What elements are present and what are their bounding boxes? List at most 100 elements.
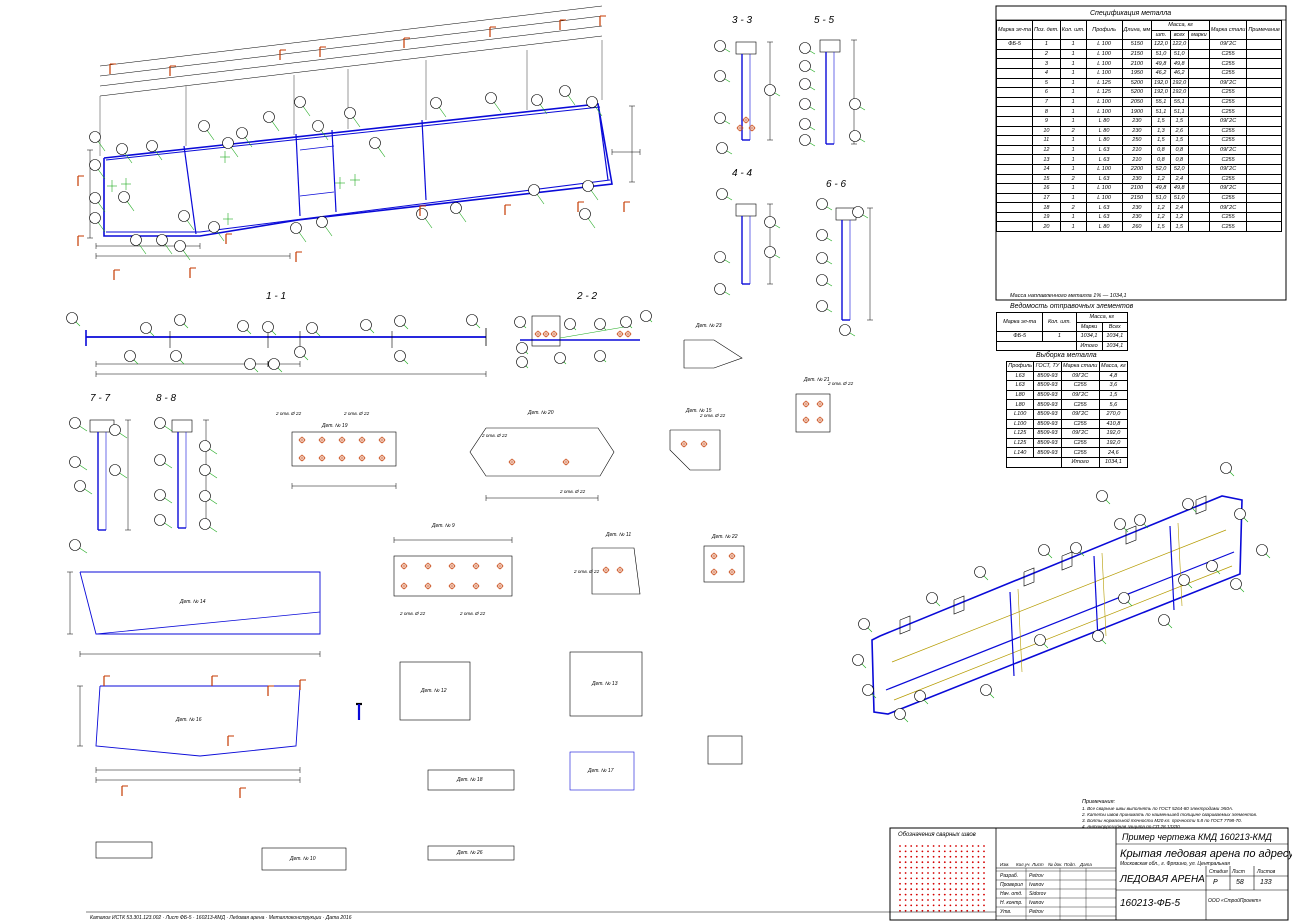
spec-mass-all: всех <box>1169 29 1189 41</box>
steel-cell: 09Г2С <box>1060 428 1100 439</box>
position-callout <box>450 202 462 214</box>
tb-stage-label: Стадия <box>1209 869 1228 875</box>
weld-legend-dot <box>943 888 946 891</box>
position-callout <box>118 191 130 203</box>
weld-legend-dot <box>977 845 980 847</box>
weld-legend-dot <box>915 909 918 912</box>
weld-legend-dot <box>971 845 974 847</box>
position-callout <box>116 143 128 155</box>
position-callout <box>156 234 168 246</box>
bolt-hole-label: 2 отв. Ø 22 <box>574 569 600 574</box>
iso-post <box>1169 525 1175 611</box>
spec-cell: 230 <box>1121 202 1153 213</box>
steel-cell: 8509-93 <box>1033 428 1062 439</box>
spec-cell <box>1246 163 1282 175</box>
spec-cell <box>1246 77 1282 89</box>
weld-legend-dot <box>966 904 969 907</box>
weld-legend-dot <box>904 872 907 874</box>
weld-legend-dot <box>943 899 946 901</box>
notes-title: Примечания: <box>1082 799 1116 805</box>
section-views <box>66 39 873 554</box>
position-callout <box>714 40 726 52</box>
spec-cell <box>1246 115 1282 127</box>
spec-cell: 51,1 <box>1151 106 1171 117</box>
spec-cell: С255 <box>1208 125 1248 137</box>
spec-cell <box>1246 106 1282 117</box>
weld-legend-dot <box>971 882 974 885</box>
weld-legend-dot <box>971 888 974 891</box>
weld-legend-dot <box>915 872 918 874</box>
position-callout <box>799 118 811 130</box>
spec-cell: 55,1 <box>1169 96 1189 108</box>
steel-cell: 09Г2С <box>1060 370 1100 382</box>
steel-cell: С255 <box>1060 380 1100 391</box>
position-callout <box>799 60 811 72</box>
weld-legend-dot <box>927 855 929 858</box>
weld-legend-dot <box>904 893 907 896</box>
bottom-detail-name: Дет. № 10 <box>290 856 316 862</box>
spec-cell: 2,4 <box>1169 202 1189 213</box>
weld-legend-dot <box>921 888 924 891</box>
iso-outline <box>871 495 1243 715</box>
weld-legend-dot <box>943 861 946 864</box>
position-callout <box>170 350 182 362</box>
weld-legend-dot <box>983 882 985 885</box>
position-callout <box>799 98 811 110</box>
elements-header-qty: Кол. шт. <box>1042 311 1077 333</box>
elements-table: Марка эл-та Кол. шт. Масса, кг Марки Все… <box>995 311 1129 352</box>
spec-cell <box>1187 58 1210 69</box>
weld-legend-dot <box>949 845 952 847</box>
steel-cell: 8509-93 <box>1033 399 1062 410</box>
steel-cell: 8509-93 <box>1033 408 1062 420</box>
spec-cell: 2,6 <box>1169 125 1189 137</box>
spec-cell: 46,2 <box>1151 67 1171 79</box>
spec-cell: 0,8 <box>1169 144 1189 156</box>
steel-cell: 8509-93 <box>1033 418 1062 430</box>
position-callout <box>852 654 864 666</box>
tb-role: Проверил <box>1000 882 1023 888</box>
weld-legend-dot <box>983 866 985 869</box>
spec-header-qty: Кол. шт. <box>1059 19 1087 41</box>
detail-plate <box>707 735 743 765</box>
vertical-member <box>331 129 337 213</box>
spec-cell: 1 <box>1059 144 1087 156</box>
weld-legend-dot <box>966 909 969 912</box>
steel-header-profile: Профиль <box>1005 361 1035 372</box>
bottom-detail-name: Дет. № 12 <box>421 688 447 694</box>
position-callout <box>344 107 356 119</box>
tb-sheet-label: Лист <box>1232 869 1245 875</box>
spec-cell-mark <box>995 106 1034 117</box>
position-callout <box>174 314 186 326</box>
spec-cell <box>1187 77 1210 89</box>
spec-cell-mark <box>995 211 1034 223</box>
elements-header-all: Всех <box>1101 321 1129 333</box>
spec-cell: 1 <box>1059 77 1087 89</box>
spec-cell-mark: ФБ-5 <box>995 39 1034 50</box>
weld-legend-dot <box>910 909 913 912</box>
section-plate <box>819 39 841 53</box>
spec-cell <box>1246 125 1282 137</box>
position-callout <box>849 98 861 110</box>
weld-legend-dot <box>927 888 929 891</box>
iso-post-back <box>1017 588 1023 673</box>
weld-legend-dot <box>927 899 929 901</box>
weld-legend-dot <box>949 882 952 885</box>
spec-cell-mark <box>995 173 1034 185</box>
spec-cell <box>1187 154 1210 165</box>
weld-legend-dot <box>932 882 935 885</box>
weld-legend-dot <box>977 909 980 912</box>
weld-legend-dot <box>966 845 969 847</box>
position-callout <box>564 318 576 330</box>
spec-cell: 5 <box>1032 77 1061 89</box>
weld-legend-dot <box>899 899 901 901</box>
spec-cell <box>1246 87 1282 98</box>
spec-cell-mark <box>995 221 1034 233</box>
weld-legend-dot <box>921 877 924 880</box>
steel-cell: 5,6 <box>1098 399 1129 410</box>
section-title-6-6: 6 - 6 <box>826 179 847 190</box>
position-callout <box>714 70 726 82</box>
spec-cell <box>1187 106 1210 117</box>
